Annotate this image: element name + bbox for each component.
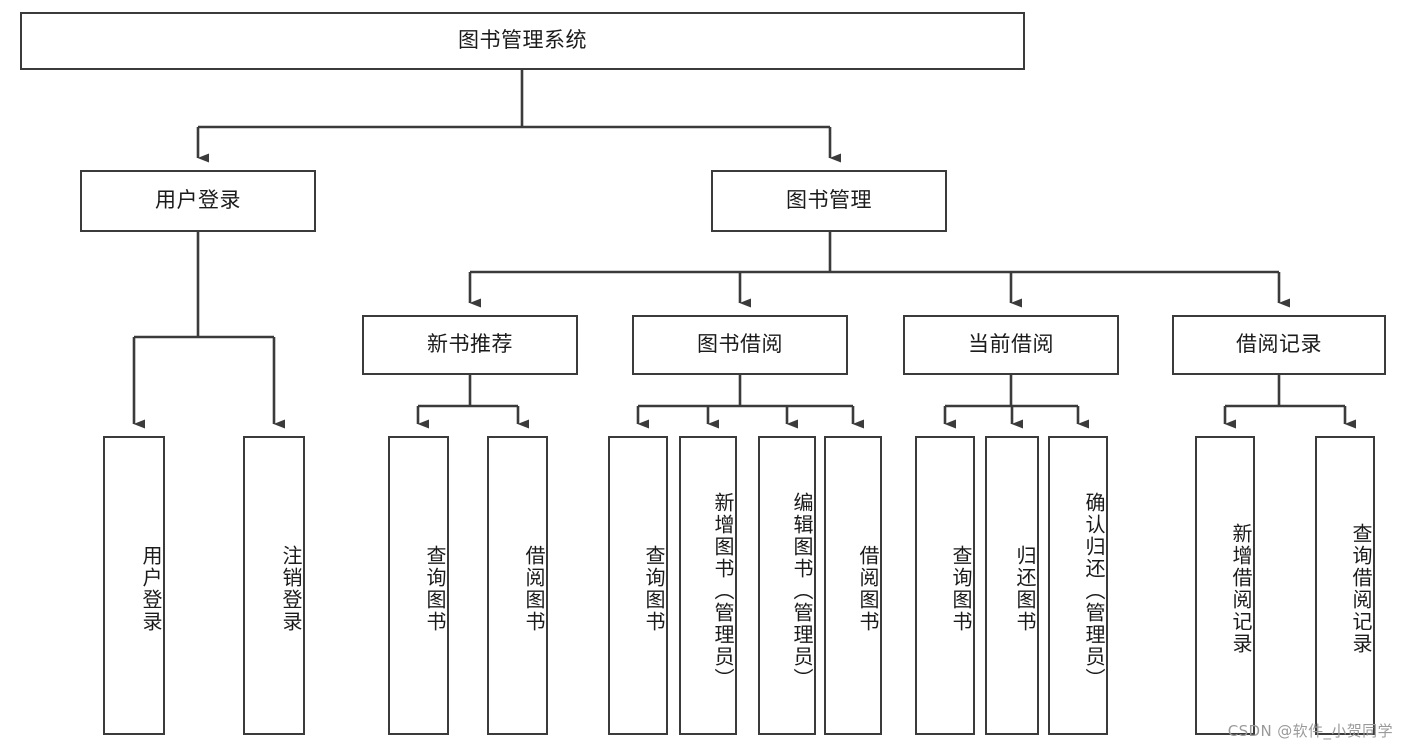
leaf-query-book-recommend[interactable]: 查询图书	[388, 436, 449, 735]
leaf-user-login[interactable]: 用户登录	[103, 436, 165, 735]
node-book-borrow[interactable]: 图书借阅	[632, 315, 848, 375]
leaf-add-book-admin[interactable]: 新增图书（管理员）	[679, 436, 737, 735]
leaf-query-borrow-record[interactable]: 查询借阅记录	[1315, 436, 1375, 735]
node-current-borrow[interactable]: 当前借阅	[903, 315, 1119, 375]
leaf-query-book-current[interactable]: 查询图书	[915, 436, 975, 735]
leaf-return-book[interactable]: 归还图书	[985, 436, 1039, 735]
csdn-watermark: CSDN @软件_小贺同学	[1227, 722, 1393, 740]
leaf-edit-book-admin[interactable]: 编辑图书（管理员）	[758, 436, 816, 735]
node-root[interactable]: 图书管理系统	[20, 12, 1025, 70]
leaf-confirm-return-admin[interactable]: 确认归还（管理员）	[1048, 436, 1108, 735]
node-book-management[interactable]: 图书管理	[711, 170, 947, 232]
node-new-book-recommend[interactable]: 新书推荐	[362, 315, 578, 375]
leaf-query-book-borrow[interactable]: 查询图书	[608, 436, 668, 735]
leaf-add-borrow-record[interactable]: 新增借阅记录	[1195, 436, 1255, 735]
leaf-logout-login[interactable]: 注销登录	[243, 436, 305, 735]
leaf-borrow-book[interactable]: 借阅图书	[824, 436, 882, 735]
node-borrow-record[interactable]: 借阅记录	[1172, 315, 1386, 375]
leaf-borrow-book-recommend[interactable]: 借阅图书	[487, 436, 548, 735]
node-user-login[interactable]: 用户登录	[80, 170, 316, 232]
